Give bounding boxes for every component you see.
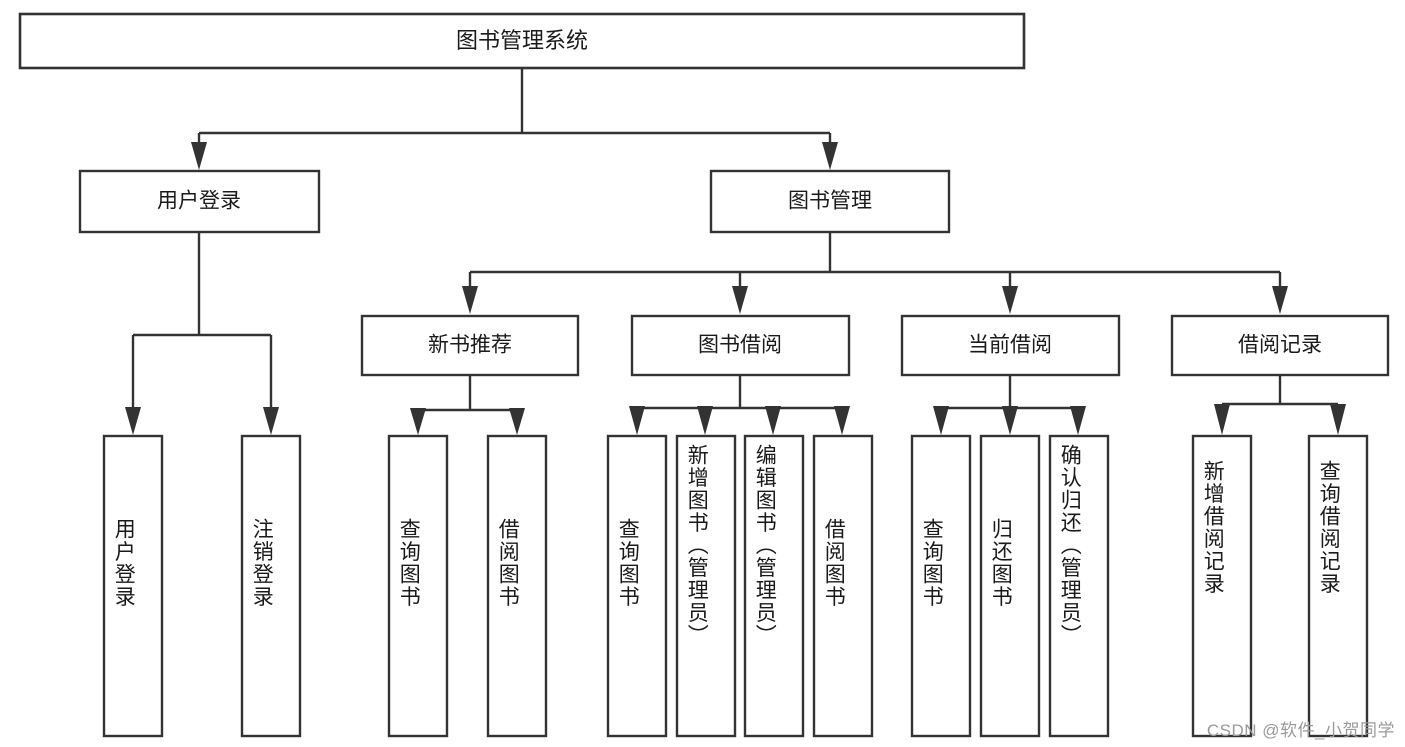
edges-layer: [125, 68, 1346, 435]
arrow-bookmgmt-to-book-borrow: [732, 286, 748, 314]
node-box-leaf-query-book-2[interactable]: [606, 434, 668, 738]
nodes-layer: 图书管理系统 用户登录 图书管理 新书推荐 图书借阅 当前借阅 借阅记录: [18, 12, 1390, 738]
node-box-leaf-edit-book[interactable]: [743, 434, 805, 738]
arrow-current-l2: [1002, 406, 1018, 435]
node-box-root[interactable]: [18, 12, 1026, 70]
node-box-book-management[interactable]: [709, 169, 951, 234]
arrow-current-l1: [933, 406, 949, 435]
node-box-leaf-add-record[interactable]: [1191, 434, 1253, 738]
node-box-leaf-borrow-book-2[interactable]: [812, 434, 874, 738]
node-box-new-book-recommend[interactable]: [360, 314, 580, 377]
arrow-bookmgmt-to-current-borrow: [1002, 286, 1018, 314]
arrow-borrow-l1: [629, 406, 645, 435]
node-label-user-login: 用户登录: [157, 190, 241, 213]
node-box-user-login[interactable]: [78, 169, 321, 234]
node-box-leaf-confirm-return[interactable]: [1048, 434, 1110, 738]
node-box-book-borrow[interactable]: [630, 314, 851, 377]
arrow-userlogin-l2: [263, 407, 279, 435]
arrow-borrow-l3: [765, 406, 781, 435]
node-box-current-borrow[interactable]: [900, 314, 1121, 377]
arrow-recommend-l1: [410, 408, 426, 435]
node-box-leaf-add-book[interactable]: [675, 434, 737, 738]
node-box-leaf-query-record[interactable]: [1307, 434, 1369, 738]
arrow-recommend-l2: [509, 408, 525, 435]
arrow-record-l1: [1214, 404, 1230, 435]
node-label-root: 图书管理系统: [456, 28, 588, 53]
node-box-leaf-query-book-3[interactable]: [910, 434, 972, 738]
node-box-borrow-record[interactable]: [1170, 314, 1390, 377]
watermark: CSDN @软件_小贺同学: [1206, 721, 1395, 740]
arrow-record-l2: [1330, 404, 1346, 435]
arrow-root-to-book-management: [822, 142, 838, 170]
node-label-current-borrow: 当前借阅: [968, 334, 1052, 357]
node-box-leaf-return-book[interactable]: [979, 434, 1041, 738]
node-box-leaf-logout[interactable]: [240, 434, 302, 738]
arrow-current-l3: [1070, 406, 1086, 435]
node-box-leaf-borrow-book-1[interactable]: [486, 434, 548, 738]
arrow-bookmgmt-to-borrow-record: [1272, 286, 1288, 314]
node-box-leaf-query-book-1[interactable]: [387, 434, 449, 738]
arrow-borrow-l4: [834, 406, 850, 435]
node-box-leaf-user-login[interactable]: [102, 434, 164, 738]
arrow-bookmgmt-to-new-book-recommend: [462, 286, 478, 314]
node-label-new-book-recommend: 新书推荐: [428, 334, 512, 357]
node-label-borrow-record: 借阅记录: [1238, 334, 1322, 357]
node-label-book-borrow: 图书借阅: [698, 334, 782, 357]
arrow-root-to-user-login: [191, 142, 207, 170]
arrow-userlogin-l1: [125, 407, 141, 435]
node-label-book-management: 图书管理: [788, 190, 872, 213]
arrow-borrow-l2: [697, 406, 713, 435]
